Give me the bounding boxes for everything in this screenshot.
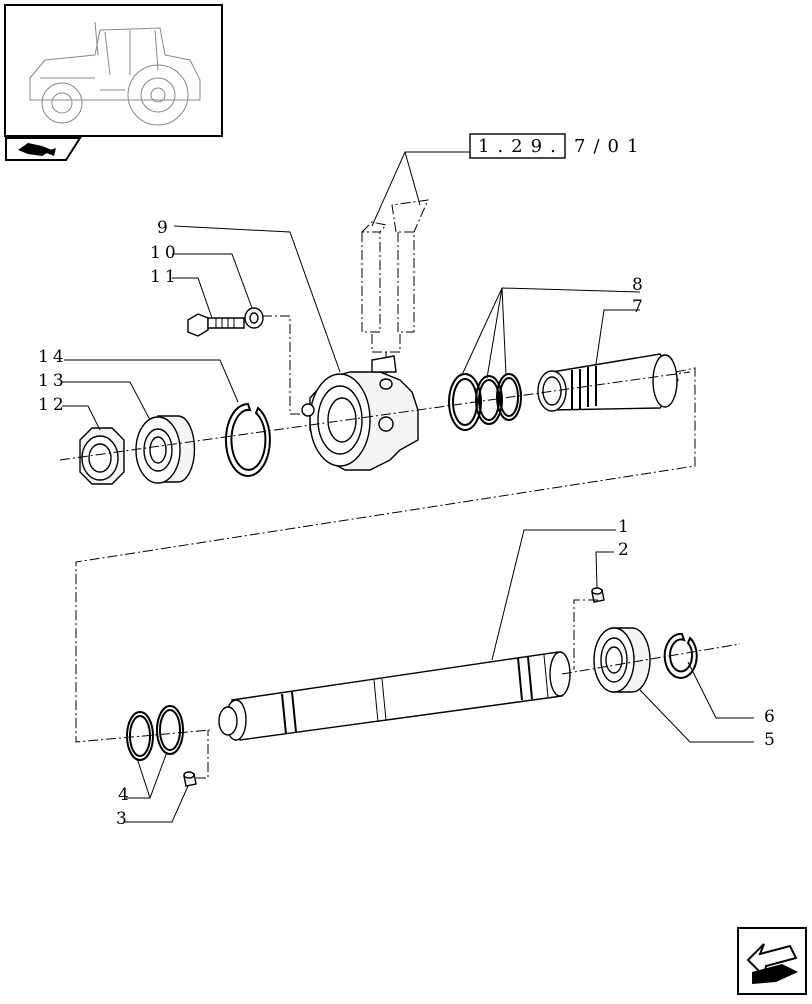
snap-ring[interactable] xyxy=(663,632,698,679)
o-rings[interactable] xyxy=(448,373,522,431)
pin[interactable] xyxy=(183,771,197,787)
lower-axis-line xyxy=(561,643,741,675)
callout-3: 3 xyxy=(116,809,131,829)
callout-13: 13 xyxy=(38,371,68,391)
callout-7: 7 xyxy=(632,297,647,317)
callout-10: 10 xyxy=(150,243,180,263)
bushing[interactable] xyxy=(537,353,679,412)
callout-labels: 9 10 11 14 13 12 8 7 1 2 6 5 4 3 xyxy=(38,218,779,829)
leader-lines xyxy=(62,225,754,823)
reference-suffix-text: 7/01 xyxy=(574,136,646,157)
callout-2: 2 xyxy=(618,540,633,560)
bolt[interactable] xyxy=(187,313,245,337)
reference-number[interactable]: 1.29. 7/01 xyxy=(371,133,646,227)
callout-5: 5 xyxy=(764,730,779,750)
shaft[interactable] xyxy=(218,651,571,741)
callout-4: 4 xyxy=(118,785,133,805)
reference-boxed-text: 1.29. xyxy=(478,136,564,157)
bearing[interactable] xyxy=(593,627,651,693)
pin[interactable] xyxy=(591,587,605,603)
callout-11: 11 xyxy=(150,267,180,287)
tractor-thumbnail-icon xyxy=(4,4,223,137)
callout-1: 1 xyxy=(618,517,633,537)
pin-axis-line xyxy=(196,730,209,779)
washer[interactable] xyxy=(244,307,264,329)
hex-nut[interactable] xyxy=(79,427,125,485)
bolt-axis-line xyxy=(262,315,308,415)
callout-8: 8 xyxy=(632,275,647,295)
upper-axis-line xyxy=(59,371,691,461)
pin-axis-line xyxy=(573,599,598,670)
snap-ring[interactable] xyxy=(224,402,271,477)
callout-9: 9 xyxy=(157,218,172,238)
o-rings[interactable] xyxy=(126,705,184,761)
housing[interactable] xyxy=(301,355,419,471)
callout-14: 14 xyxy=(38,347,68,367)
next-page-arrow-icon[interactable] xyxy=(737,927,807,995)
referenced-pins xyxy=(361,199,429,374)
section-marker-icon[interactable] xyxy=(5,137,82,161)
bearing[interactable] xyxy=(135,415,196,484)
callout-6: 6 xyxy=(764,707,779,727)
callout-12: 12 xyxy=(38,395,68,415)
